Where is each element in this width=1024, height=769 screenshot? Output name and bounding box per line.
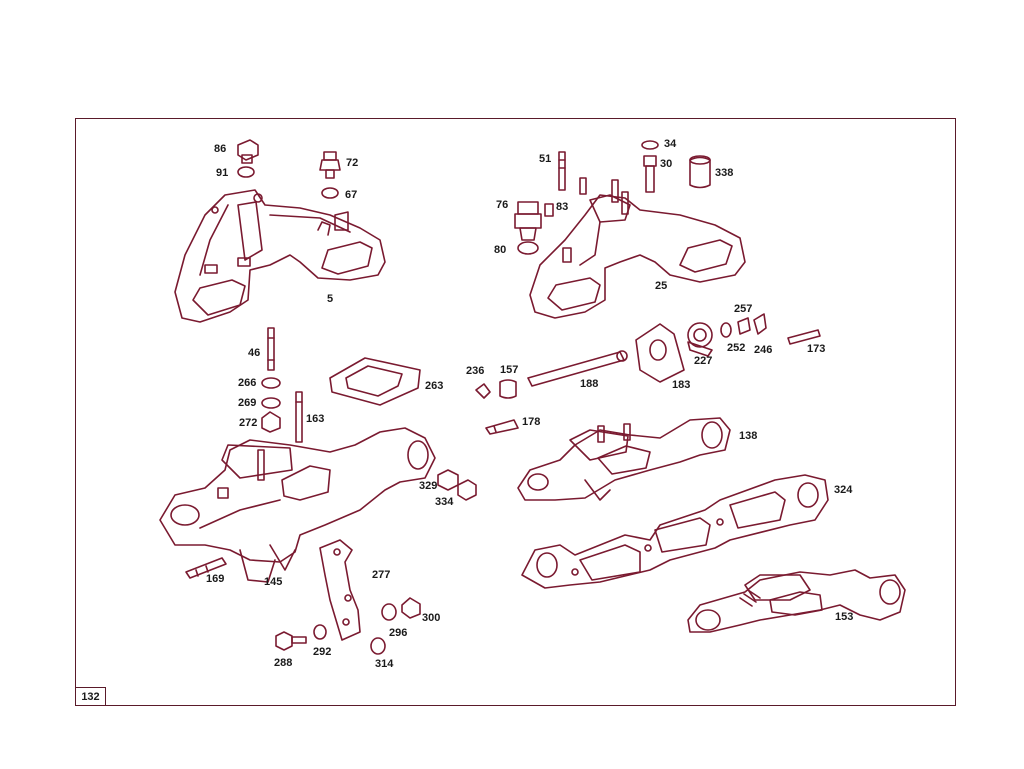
part-252-washer [720, 322, 732, 338]
label-257: 257 [734, 303, 752, 315]
page-number: 132 [75, 687, 106, 706]
part-91-washer [237, 166, 255, 178]
part-173-pin [787, 329, 821, 345]
part-269-washer [261, 397, 281, 409]
label-272: 272 [239, 417, 257, 429]
part-138-exhaust-manifold [517, 417, 731, 501]
label-76: 76 [496, 199, 508, 211]
label-300: 300 [422, 612, 440, 624]
label-157: 157 [500, 364, 518, 376]
label-178: 178 [522, 416, 540, 428]
label-329: 329 [419, 480, 437, 492]
label-269: 269 [238, 397, 256, 409]
part-169-stud [185, 557, 227, 579]
part-272-nut [261, 411, 281, 433]
part-288-bolt [275, 631, 307, 651]
part-163-stud [295, 391, 303, 443]
label-91: 91 [216, 167, 228, 179]
part-227-bearing [687, 322, 713, 357]
part-300-nut [401, 597, 421, 619]
label-163: 163 [306, 413, 324, 425]
part-296-washer [381, 603, 397, 621]
label-338: 338 [715, 167, 733, 179]
label-246: 246 [754, 344, 772, 356]
part-188-shaft [527, 350, 628, 387]
label-292: 292 [313, 646, 331, 658]
label-314: 314 [375, 658, 394, 670]
part-324-gasket [521, 474, 829, 589]
part-72-fitting [319, 151, 341, 179]
label-173: 173 [807, 343, 825, 355]
part-314-washer [370, 637, 386, 655]
part-183-cover [635, 323, 685, 383]
label-67: 67 [345, 189, 357, 201]
part-292-washer [313, 624, 327, 640]
part-51-stud [558, 151, 566, 191]
label-334: 334 [435, 496, 454, 508]
part-5-intake-manifold [174, 189, 386, 323]
part-153-exhaust-pipe [687, 569, 906, 633]
label-46: 46 [248, 347, 260, 359]
part-277-bracket [319, 539, 361, 641]
part-30-nipple [643, 155, 657, 193]
part-46-stud [267, 327, 275, 371]
part-334-nut [457, 479, 477, 501]
part-34-washer [641, 140, 659, 150]
part-266-washer [261, 377, 281, 389]
label-138: 138 [739, 430, 757, 442]
label-30: 30 [660, 158, 672, 170]
part-145-exhaust-manifold [159, 427, 436, 583]
part-257-bushing [737, 317, 751, 335]
label-51: 51 [539, 153, 551, 165]
label-80: 80 [494, 244, 506, 256]
part-246-clip [753, 313, 767, 335]
label-83: 83 [556, 201, 568, 213]
label-263: 263 [425, 380, 443, 392]
label-34: 34 [664, 138, 677, 150]
part-76-valve [514, 201, 542, 241]
label-227: 227 [694, 355, 712, 367]
label-72: 72 [346, 157, 358, 169]
part-157-bushing [499, 379, 517, 399]
label-86: 86 [214, 143, 226, 155]
label-266: 266 [238, 377, 256, 389]
part-86-bolt [237, 139, 259, 164]
label-277: 277 [372, 569, 390, 581]
label-252: 252 [727, 342, 745, 354]
part-236-clip [475, 383, 491, 399]
label-188: 188 [580, 378, 598, 390]
label-236: 236 [466, 365, 484, 377]
label-288: 288 [274, 657, 292, 669]
part-263-gasket [329, 357, 421, 406]
diagram-frame [75, 118, 956, 706]
label-183: 183 [672, 379, 690, 391]
label-5: 5 [327, 293, 333, 305]
label-145: 145 [264, 576, 282, 588]
label-153: 153 [835, 611, 853, 623]
part-25-intake-manifold [529, 177, 746, 319]
part-338-sleeve [689, 155, 711, 189]
part-80-seal [517, 241, 539, 255]
label-296: 296 [389, 627, 407, 639]
part-178-bolt [485, 419, 519, 435]
label-324: 324 [834, 484, 853, 496]
part-329-nut [437, 469, 459, 491]
label-25: 25 [655, 280, 667, 292]
label-169: 169 [206, 573, 224, 585]
part-83-sleeve [544, 203, 554, 217]
part-67-washer [321, 187, 339, 199]
part-labels: 86 91 72 67 5 51 34 30 338 76 83 80 25 4… [206, 138, 853, 670]
